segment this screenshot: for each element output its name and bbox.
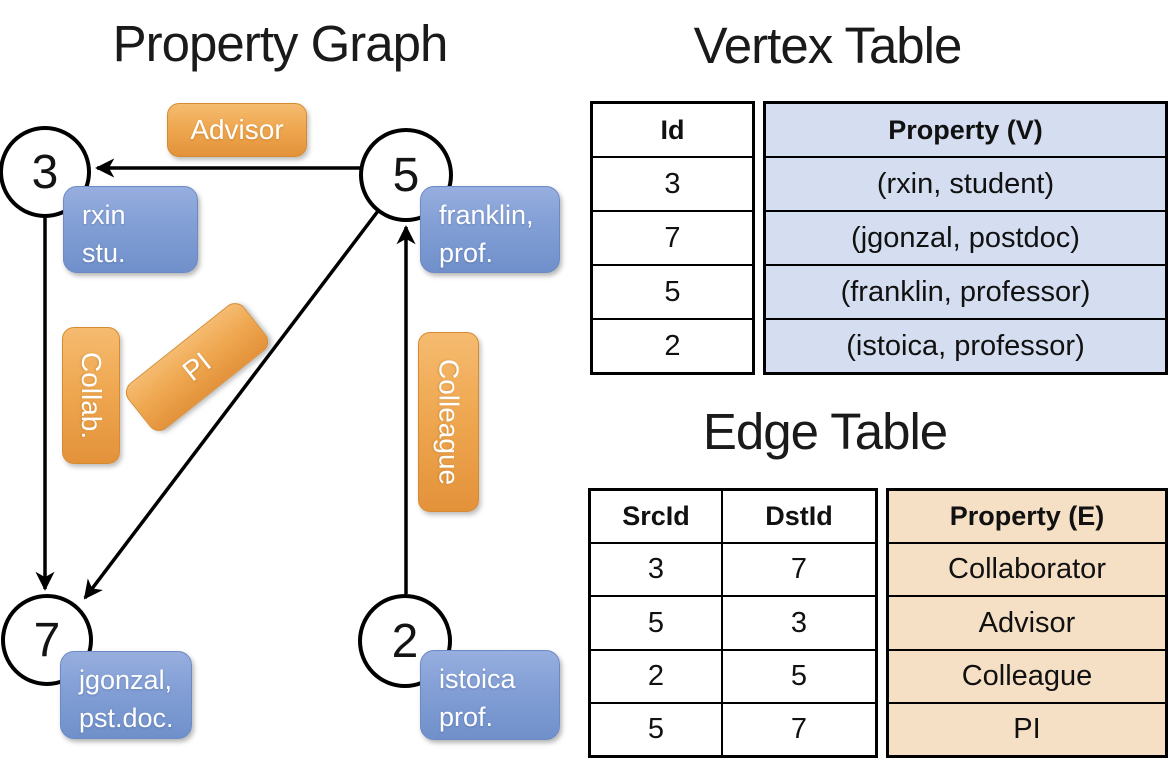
- table-cell: 7: [723, 701, 875, 755]
- table-column-gap: [755, 101, 763, 375]
- table-cell: 2: [591, 648, 721, 702]
- property-line: istoica: [439, 664, 516, 694]
- edge-label-collab: Collab.: [62, 327, 120, 464]
- table-cell: Colleague: [889, 648, 1165, 702]
- property-graph-title: Property Graph: [112, 15, 449, 72]
- table-cell: 3: [723, 595, 875, 648]
- property-line: prof.: [439, 702, 494, 733]
- table-cell: (istoica, professor): [766, 318, 1165, 372]
- vertex-table-header-id: Id: [660, 114, 685, 145]
- edge-table-header-srcid: SrcId: [622, 501, 690, 532]
- table-cell: PI: [889, 701, 1165, 756]
- property-line: rxin: [82, 200, 126, 230]
- edge-arrow-5-to-7: [83, 209, 380, 600]
- edge-label-text: PI: [176, 346, 217, 387]
- edge-table-header-property: Property (E): [889, 491, 1165, 543]
- edge-table-title: Edge Table: [702, 403, 948, 460]
- vertex-table-title: Vertex Table: [693, 17, 963, 74]
- table-cell: Advisor: [889, 595, 1165, 649]
- table-cell: (jgonzal, postdoc): [766, 210, 1165, 264]
- edge-label-colleague: Colleague: [418, 332, 479, 512]
- property-line: franklin,: [439, 200, 534, 230]
- edge-table: SrcId 3 5 2 5 DstId 7 3 5 7 Property (E)…: [588, 488, 1168, 758]
- node-2-property-box: istoica prof.: [420, 650, 560, 740]
- table-cell: 2: [593, 318, 752, 372]
- edge-label-text: Advisor: [190, 114, 284, 145]
- vertex-table-id-column: Id 3 7 5 2: [590, 101, 755, 375]
- table-cell: 3: [593, 156, 752, 210]
- edge-table-dstid-column: DstId 7 3 5 7: [721, 491, 875, 755]
- vertex-table-header-property: Property (V): [766, 104, 1165, 156]
- property-line: jgonzal,: [79, 665, 173, 695]
- table-column-gap: [878, 488, 886, 758]
- edge-table-srcid-column: SrcId 3 5 2 5: [591, 491, 721, 755]
- node-2-id: 2: [391, 614, 419, 668]
- node-5-property-box: franklin, prof.: [420, 186, 560, 273]
- edge-label-text: Colleague: [433, 358, 465, 486]
- edge-table-header-dstid: DstId: [765, 501, 833, 532]
- edge-label-advisor: Advisor: [167, 103, 307, 157]
- table-cell: 3: [591, 542, 721, 595]
- edge-label-text: Collab.: [76, 351, 107, 440]
- node-7-id: 7: [33, 613, 61, 667]
- table-cell: 5: [591, 701, 721, 755]
- table-cell: 7: [723, 542, 875, 595]
- vertex-table: Id 3 7 5 2 Property (V) (rxin, student) …: [590, 101, 1168, 375]
- node-3-id: 3: [31, 145, 59, 199]
- node-5-id: 5: [392, 148, 420, 202]
- table-cell: 5: [593, 264, 752, 318]
- table-cell: (rxin, student): [766, 156, 1165, 210]
- node-7-property-box: jgonzal, pst.doc.: [60, 651, 192, 739]
- property-line: stu.: [82, 238, 126, 269]
- vertex-table-property-column: Property (V) (rxin, student) (jgonzal, p…: [763, 101, 1168, 375]
- table-cell: 7: [593, 210, 752, 264]
- table-cell: (franklin, professor): [766, 264, 1165, 318]
- table-cell: Collaborator: [889, 542, 1165, 596]
- edge-table-ids-block: SrcId 3 5 2 5 DstId 7 3 5 7: [588, 488, 878, 758]
- node-3-property-box: rxin stu.: [63, 186, 198, 273]
- edge-table-property-column: Property (E) Collaborator Advisor Collea…: [886, 488, 1168, 758]
- property-line: pst.doc.: [79, 703, 174, 734]
- table-cell: 5: [723, 648, 875, 702]
- table-cell: 5: [591, 595, 721, 648]
- property-line: prof.: [439, 238, 494, 269]
